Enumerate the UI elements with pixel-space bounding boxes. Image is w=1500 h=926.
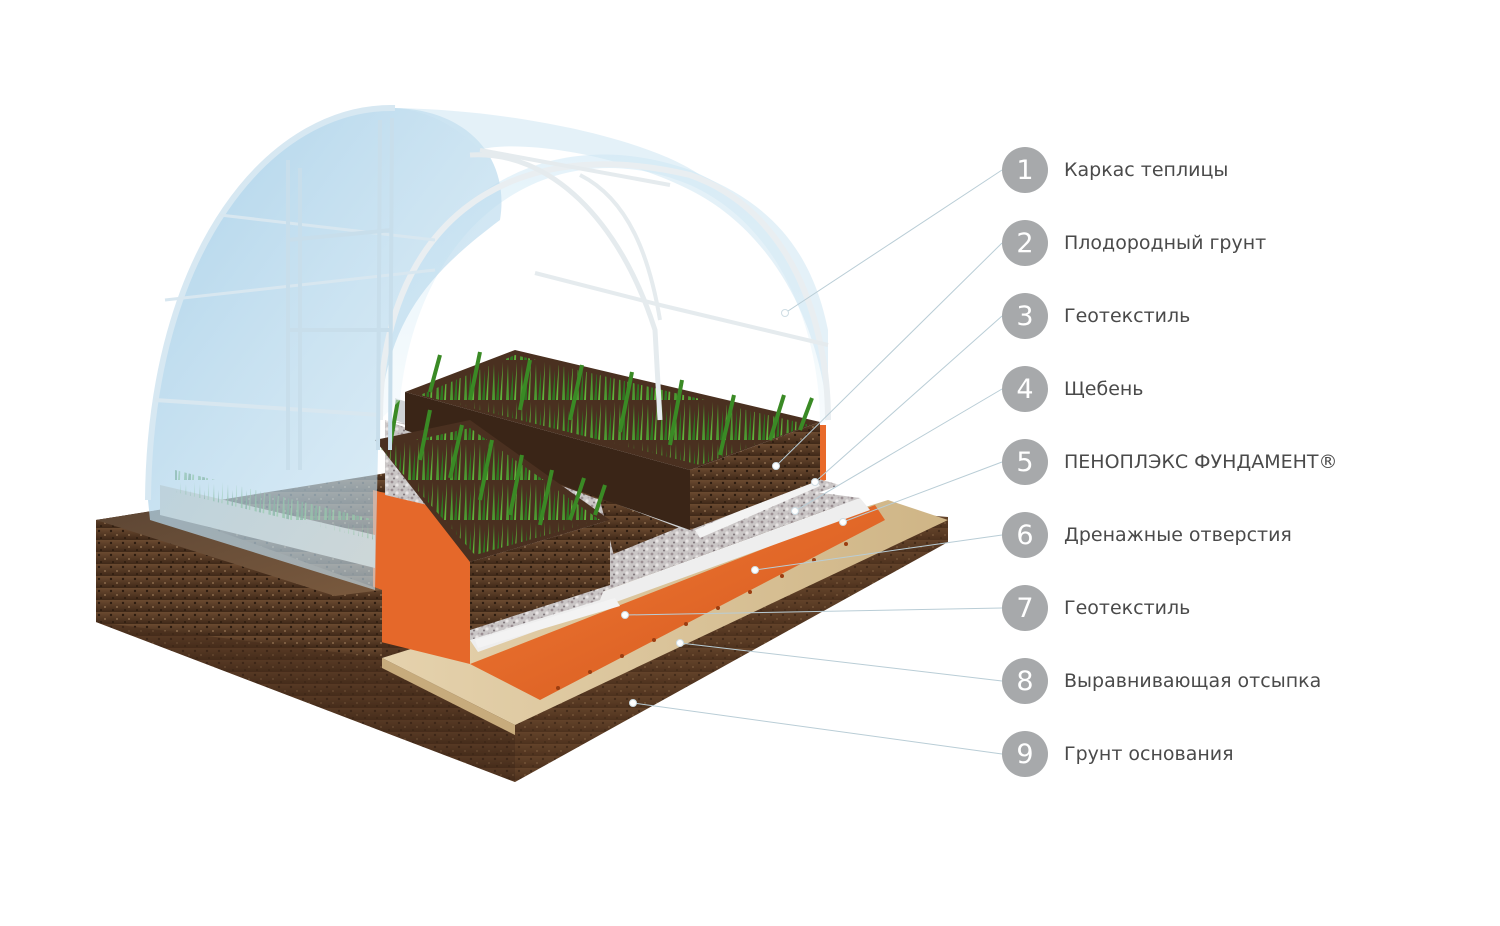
legend-item-2: 2 Плодородный грунт xyxy=(1002,220,1266,266)
drainage-holes xyxy=(556,542,848,690)
legend-label: ПЕНОПЛЭКС ФУНДАМЕНТ® xyxy=(1064,451,1338,473)
legend-badge: 1 xyxy=(1002,147,1048,193)
legend-item-7: 7 Геотекстиль xyxy=(1002,585,1190,631)
legend-item-5: 5 ПЕНОПЛЭКС ФУНДАМЕНТ® xyxy=(1002,439,1338,485)
leader-lines xyxy=(624,169,1003,755)
legend-badge: 5 xyxy=(1002,439,1048,485)
legend-badge: 7 xyxy=(1002,585,1048,631)
leader-dots xyxy=(621,309,847,707)
legend-badge: 2 xyxy=(1002,220,1048,266)
legend-badge: 9 xyxy=(1002,731,1048,777)
front-garden-bed xyxy=(375,399,610,630)
legend-item-3: 3 Геотекстиль xyxy=(1002,293,1190,339)
legend-label: Дренажные отверстия xyxy=(1064,524,1292,546)
legend-label: Геотекстиль xyxy=(1064,305,1191,327)
legend-label: Выравнивающая отсыпка xyxy=(1064,670,1322,692)
greenhouse-frame xyxy=(145,104,831,590)
legend-item-6: 6 Дренажные отверстия xyxy=(1002,512,1292,558)
legend-label: Плодородный грунт xyxy=(1064,232,1267,254)
legend-label: Грунт основания xyxy=(1064,743,1234,765)
legend-item-4: 4 Щебень xyxy=(1002,366,1144,412)
legend-badge: 8 xyxy=(1002,658,1048,704)
back-garden-bed xyxy=(405,350,820,530)
legend-item-1: 1 Каркас теплицы xyxy=(1002,147,1228,193)
legend-label: Щебень xyxy=(1064,378,1144,400)
legend-badge: 3 xyxy=(1002,293,1048,339)
legend-badge: 6 xyxy=(1002,512,1048,558)
legend-label: Каркас теплицы xyxy=(1064,159,1229,181)
legend-item-9: 9 Грунт основания xyxy=(1002,731,1234,777)
legend-badge: 4 xyxy=(1002,366,1048,412)
legend-item-8: 8 Выравнивающая отсыпка xyxy=(1002,658,1321,704)
legend-label: Геотекстиль xyxy=(1064,597,1191,619)
foam-insulation-board xyxy=(373,425,885,700)
